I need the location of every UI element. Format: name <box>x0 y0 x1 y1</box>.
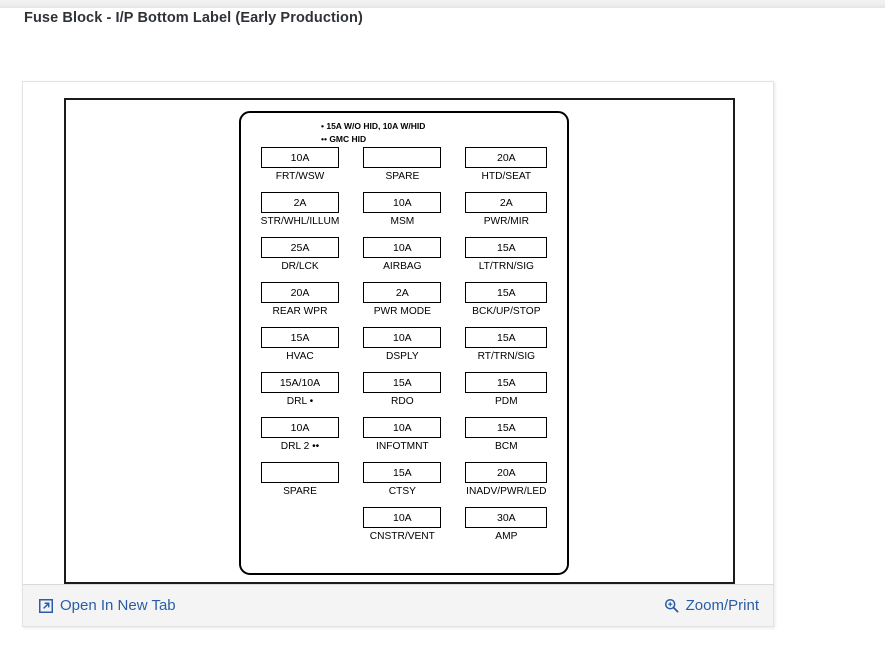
fuse-rating-box: 15A <box>465 417 548 438</box>
fuse-cell: 15A RT/TRN/SIG <box>465 327 548 363</box>
fuse-cell: 30A AMP <box>465 507 548 543</box>
fuse-circuit-label: BCK/UP/STOP <box>472 306 541 317</box>
fuse-cell: 2A PWR MODE <box>363 282 442 318</box>
fuse-circuit-label: PWR/MIR <box>483 216 529 227</box>
fuse-cell: 25A DR/LCK <box>261 237 339 273</box>
fuse-cell: SPARE <box>363 147 442 183</box>
fuse-rating-box: 10A <box>261 147 339 168</box>
fuse-rating-box: 15A <box>465 282 548 303</box>
fuse-cell: 15A BCK/UP/STOP <box>465 282 548 318</box>
fuse-rating-box: 20A <box>261 282 339 303</box>
fuse-circuit-label: STR/WHL/ILLUM <box>260 216 340 227</box>
fuse-cell: 10A MSM <box>363 192 442 228</box>
fuse-rating-box: 20A <box>465 462 548 483</box>
fuse-rating-box: 2A <box>363 282 442 303</box>
fuse-rating-box: 15A <box>465 327 548 348</box>
fuse-cell: 2A PWR/MIR <box>465 192 548 228</box>
fuse-circuit-label: DSPLY <box>386 351 419 362</box>
fuse-circuit-label: HVAC <box>286 351 314 362</box>
fuse-rating-box: 25A <box>261 237 339 258</box>
fuse-rating-box: 15A <box>363 462 442 483</box>
zoom-print-label: Zoom/Print <box>685 597 759 614</box>
fuse-cell: 15A RDO <box>363 372 442 408</box>
fuse-cell: 15A LT/TRN/SIG <box>465 237 548 273</box>
magnifier-plus-icon <box>664 598 679 613</box>
fuse-block-outline: • 15A W/O HID, 10A W/HID •• GMC HID 10A … <box>239 111 569 575</box>
fuse-rating-box: 10A <box>261 417 339 438</box>
fuse-cell: 10A DRL 2 •• <box>261 417 339 453</box>
fuse-diagram-image: • 15A W/O HID, 10A W/HID •• GMC HID 10A … <box>64 98 735 584</box>
image-viewer-panel: • 15A W/O HID, 10A W/HID •• GMC HID 10A … <box>22 81 774 627</box>
fuse-circuit-label: PWR MODE <box>373 306 431 317</box>
fuse-circuit-label: HTD/SEAT <box>481 171 532 182</box>
fuse-rating-box: 2A <box>465 192 548 213</box>
fuse-column-1: 10A FRT/WSW 2A STR/WHL/ILLUM 25A DR/LCK … <box>260 147 340 552</box>
fuse-circuit-label: DRL 2 •• <box>280 441 320 452</box>
page-title: Fuse Block - I/P Bottom Label (Early Pro… <box>24 10 363 26</box>
fuse-cell: 10A CNSTR/VENT <box>363 507 442 543</box>
fuse-cell: SPARE <box>261 462 339 498</box>
fuse-cell: 10A AIRBAG <box>363 237 442 273</box>
fuse-circuit-label: LT/TRN/SIG <box>478 261 534 272</box>
fuse-circuit-label: FRT/WSW <box>275 171 325 182</box>
legend-line-1: • 15A W/O HID, 10A W/HID <box>321 121 426 131</box>
fuse-rating-box: 10A <box>363 237 442 258</box>
fuse-cell: 15A CTSY <box>363 462 442 498</box>
fuse-circuit-label: BCM <box>495 441 518 452</box>
fuse-cell: 10A INFOTMNT <box>363 417 442 453</box>
fuse-circuit-label: AMP <box>495 531 518 542</box>
fuse-cell: 20A INADV/PWR/LED <box>465 462 548 498</box>
fuse-rating-box: 30A <box>465 507 548 528</box>
fuse-rating-box: 20A <box>465 147 548 168</box>
fuse-rating-box: 2A <box>261 192 339 213</box>
fuse-cell: 2A STR/WHL/ILLUM <box>260 192 340 228</box>
fuse-rating-box: 10A <box>363 327 442 348</box>
fuse-rating-box: 10A <box>363 417 442 438</box>
external-link-icon <box>39 598 53 613</box>
fuse-cell: 15A PDM <box>465 372 548 408</box>
fuse-circuit-label: CNSTR/VENT <box>369 531 435 542</box>
fuse-circuit-label: PDM <box>495 396 518 407</box>
fuse-cell: 10A DSPLY <box>363 327 442 363</box>
fuse-circuit-label: INFOTMNT <box>376 441 429 452</box>
fuse-cell: 15A/10A DRL • <box>261 372 339 408</box>
fuse-column-2: SPARE 10A MSM 10A AIRBAG 2A PWR MODE <box>363 147 442 552</box>
fuse-cell: 15A HVAC <box>261 327 339 363</box>
fuse-rating-box: 15A <box>261 327 339 348</box>
viewer-action-bar: Open In New Tab Zoom/Print <box>23 584 773 626</box>
legend-line-2: •• GMC HID <box>321 133 367 144</box>
fuse-circuit-label: MSM <box>390 216 415 227</box>
fuse-rating-box <box>261 462 339 483</box>
fuse-circuit-label: AIRBAG <box>383 261 422 272</box>
fuse-cell: 10A FRT/WSW <box>261 147 339 183</box>
open-in-new-tab-link[interactable]: Open In New Tab <box>39 597 176 614</box>
open-in-new-tab-label: Open In New Tab <box>60 597 176 614</box>
fuse-rating-box: 10A <box>363 507 442 528</box>
fuse-circuit-label: SPARE <box>283 486 317 497</box>
diagram-legend: • 15A W/O HID, 10A W/HID •• GMC HID <box>321 120 425 145</box>
fuse-rating-box: 15A <box>363 372 442 393</box>
fuse-circuit-label: RDO <box>391 396 414 407</box>
fuse-circuit-label: DR/LCK <box>281 261 319 272</box>
zoom-print-link[interactable]: Zoom/Print <box>664 597 759 614</box>
fuse-circuit-label: REAR WPR <box>272 306 328 317</box>
fuse-circuit-label: INADV/PWR/LED <box>466 486 547 497</box>
fuse-rating-box: 10A <box>363 192 442 213</box>
fuse-circuit-label: DRL • <box>286 396 314 407</box>
fuse-rating-box <box>363 147 442 168</box>
fuse-cell: 20A HTD/SEAT <box>465 147 548 183</box>
fuse-columns: 10A FRT/WSW 2A STR/WHL/ILLUM 25A DR/LCK … <box>241 147 567 552</box>
fuse-circuit-label: RT/TRN/SIG <box>477 351 536 362</box>
fuse-rating-box: 15A <box>465 372 548 393</box>
fuse-rating-box: 15A/10A <box>261 372 339 393</box>
fuse-column-3: 20A HTD/SEAT 2A PWR/MIR 15A LT/TRN/SIG 1… <box>465 147 548 552</box>
browser-top-strip <box>0 0 885 8</box>
fuse-cell: 15A BCM <box>465 417 548 453</box>
fuse-circuit-label: CTSY <box>388 486 416 497</box>
fuse-rating-box: 15A <box>465 237 548 258</box>
fuse-circuit-label: SPARE <box>385 171 420 182</box>
fuse-cell: 20A REAR WPR <box>261 282 339 318</box>
